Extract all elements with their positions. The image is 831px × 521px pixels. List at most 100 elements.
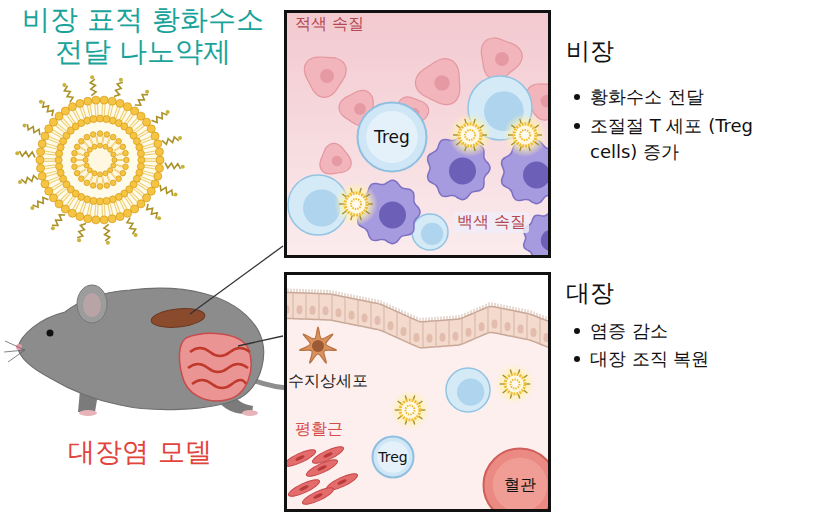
peg-ligand: [114, 82, 123, 96]
peg-ligand: [510, 394, 511, 398]
lipid-tail: [83, 107, 87, 118]
microvillus: [387, 303, 388, 307]
lipid-tail: [48, 177, 59, 182]
microvillus: [525, 309, 526, 313]
lipid-head: [124, 209, 132, 217]
lipid-head: [74, 144, 80, 150]
cell-body: [481, 38, 522, 80]
lipid-tail: [80, 201, 84, 212]
microvillus: [429, 317, 430, 321]
lipid-tail: [90, 203, 92, 215]
peg-ligand: [474, 119, 476, 124]
label-holder: 대장 조직 복원: [590, 346, 709, 372]
epithelial-nucleus: [297, 305, 303, 314]
lipid-head: [76, 213, 84, 221]
peg-ligand: [147, 204, 157, 219]
peg-ligand: [360, 188, 362, 193]
lipid-head: [98, 143, 103, 148]
bullet-dot: [574, 123, 580, 129]
cell-nucleus: [313, 492, 323, 499]
peg-ligand: [127, 218, 136, 235]
lipid-tail: [144, 165, 156, 166]
ligand-tip: [18, 180, 22, 184]
ligand-tip: [181, 165, 185, 169]
red-pulp-cell: [304, 57, 346, 97]
lipid-tail: [117, 160, 124, 161]
label-holder: 대장: [566, 276, 614, 311]
peg-ligand: [529, 119, 531, 124]
lipid-head: [116, 176, 122, 182]
nanoparticle-core: [511, 380, 520, 389]
microvillus: [411, 314, 412, 318]
epithelial-nucleus: [544, 333, 549, 342]
lipid-tail: [97, 104, 99, 116]
smooth-muscle-cell: [287, 447, 317, 470]
microvillus: [456, 315, 457, 319]
lipid-tail: [97, 136, 99, 143]
core-fill: [73, 133, 127, 187]
microvillus: [312, 289, 313, 293]
microvillus: [435, 317, 436, 321]
peg-ligand: [405, 395, 406, 399]
label-holder: 염증 감소: [590, 318, 668, 344]
peg-ligand: [368, 203, 373, 204]
cell-nucleus: [495, 52, 509, 66]
cell-body: [301, 485, 336, 508]
lipid-tail: [79, 169, 85, 173]
nanoparticle-core: [465, 130, 475, 140]
microvillus: [450, 316, 451, 320]
lipid-head: [116, 213, 124, 221]
lipid-head: [147, 125, 155, 133]
microvillus: [462, 314, 463, 318]
lipid-tail: [51, 182, 61, 188]
label-holder: 대장염 모델: [25, 432, 255, 471]
nanoparticle-shell: [459, 124, 481, 146]
peg-ligand: [395, 409, 400, 410]
cell-nucleus: [337, 478, 347, 485]
lipid-tail: [101, 177, 103, 184]
lipid-tail: [90, 105, 92, 117]
lymphocyte-cell: [446, 368, 490, 412]
microvillus: [495, 303, 496, 307]
microvillus: [489, 302, 490, 306]
bullet-dot: [574, 356, 580, 362]
lipid-tail: [107, 138, 110, 144]
lipid-head: [109, 196, 116, 203]
cell-divider: [423, 322, 424, 348]
microvillus: [351, 294, 352, 298]
cell-body: [287, 447, 317, 470]
lipid-head: [68, 103, 76, 111]
tissue-label: 평활근: [295, 419, 343, 438]
peg-ligand: [419, 401, 423, 404]
lipid-tail: [85, 173, 90, 179]
region-label: 백색 속질: [457, 212, 526, 231]
microvillus: [501, 304, 502, 308]
lipid-tail: [44, 158, 56, 159]
lipid-head: [71, 157, 77, 163]
microvillus: [441, 316, 442, 320]
microvillus: [297, 289, 298, 293]
lipid-head: [111, 163, 116, 168]
microvillus: [540, 314, 541, 318]
nanoparticle-illustration: [15, 75, 184, 244]
microvillus: [375, 299, 376, 303]
mouse-ear: [77, 285, 107, 323]
peg-ligand: [342, 194, 346, 197]
title-text: 비장 표적 황화수소 전달 나노약제: [22, 3, 264, 68]
lipid-tail: [114, 169, 120, 173]
peg-ligand: [465, 146, 467, 151]
lipid-tail: [116, 165, 123, 167]
colon-organ: [179, 333, 251, 400]
ligand-tip: [119, 78, 123, 82]
microvillus: [288, 288, 289, 292]
microvillus: [504, 305, 505, 309]
microvillus: [546, 316, 547, 320]
peg-ligand: [465, 119, 467, 124]
microvillus: [483, 305, 484, 309]
lipid-head: [108, 215, 116, 223]
lipid-head: [38, 172, 46, 180]
microvillus: [528, 310, 529, 314]
bullet-text: 대장 조직 복원: [590, 348, 709, 369]
lipid-tail: [116, 154, 123, 156]
microvillus: [360, 296, 361, 300]
